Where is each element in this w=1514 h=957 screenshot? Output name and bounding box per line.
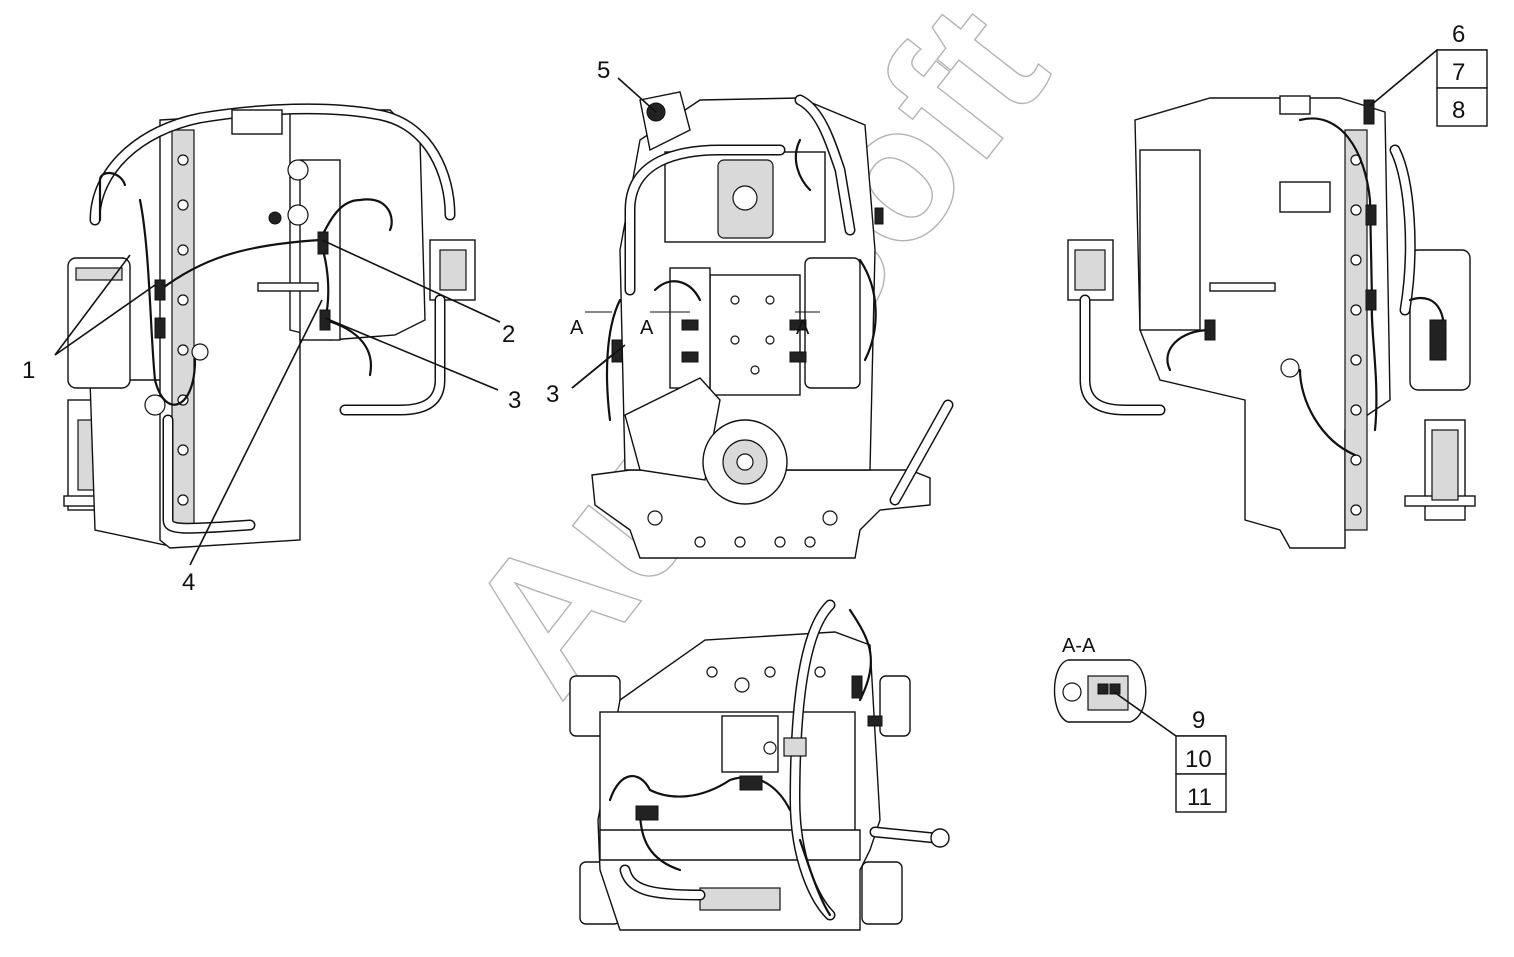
view-left-side bbox=[63, 103, 476, 549]
callouts: 1 2 3 4 5 3 6 7 8 9 10 11 bbox=[22, 21, 1488, 813]
callout-6: 6 bbox=[1452, 21, 1465, 48]
section-mark-a-right: A bbox=[796, 317, 810, 339]
view-right-side bbox=[1067, 95, 1476, 549]
section-a-a-label: A-A bbox=[1062, 635, 1096, 657]
callout-8: 8 bbox=[1452, 97, 1465, 124]
callout-9: 9 bbox=[1192, 707, 1205, 734]
callout-11: 11 bbox=[1187, 784, 1212, 811]
callout-7: 7 bbox=[1452, 59, 1465, 86]
callout-3-left: 3 bbox=[508, 387, 521, 414]
callout-5: 5 bbox=[597, 57, 610, 84]
callout-3-front: 3 bbox=[546, 381, 559, 408]
callout-2: 2 bbox=[502, 321, 515, 348]
leader-lines bbox=[54, 49, 1438, 737]
section-mark-a-middle: A bbox=[640, 317, 654, 339]
section-mark-a-left: A bbox=[570, 317, 584, 339]
view-top bbox=[569, 599, 950, 931]
callout-10: 10 bbox=[1185, 746, 1212, 773]
section-a-a-detail: A-A bbox=[1053, 635, 1147, 723]
view-front: A A A bbox=[570, 91, 954, 559]
callout-4: 4 bbox=[182, 569, 195, 596]
callout-1: 1 bbox=[22, 357, 35, 384]
